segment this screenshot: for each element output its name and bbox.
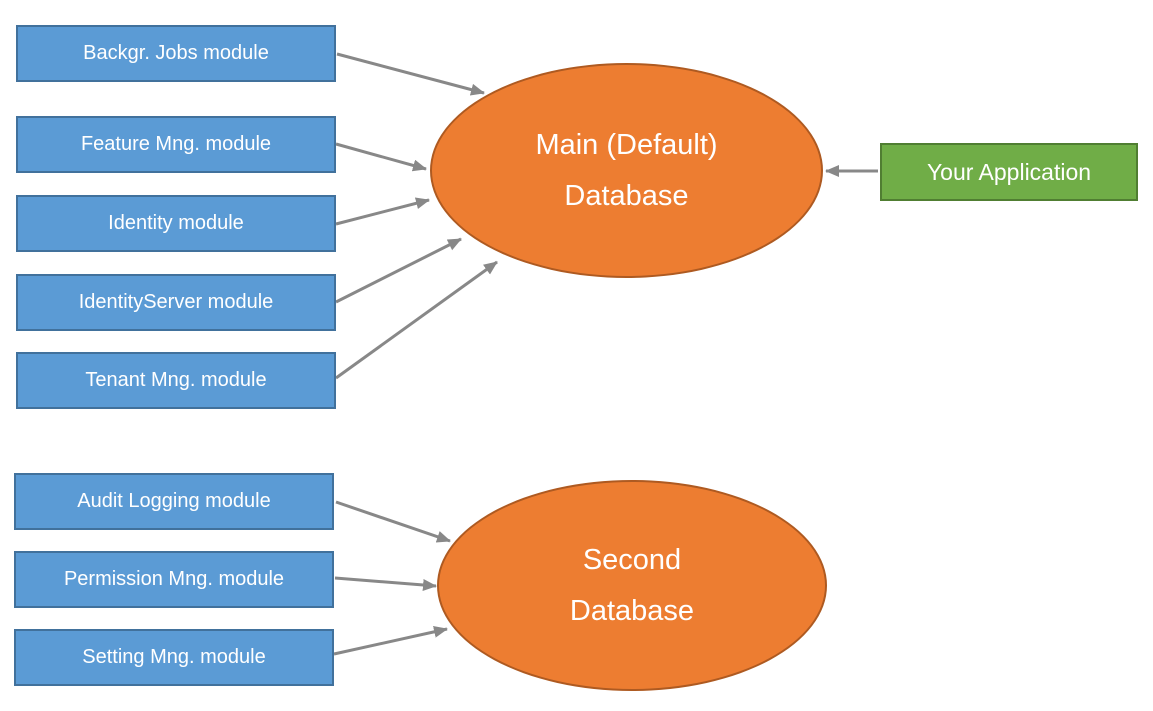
module-box-label: Feature Mng. module xyxy=(80,133,272,155)
module-box-label: Permission Mng. module xyxy=(63,568,285,590)
module-box-label: Audit Logging module xyxy=(77,490,271,512)
module-box-feature-mng: Feature Mng. module xyxy=(16,116,336,173)
main-database-label-line2: Database xyxy=(564,179,689,212)
your-application-box: Your Application xyxy=(880,143,1138,201)
module-box-tenant-mng: Tenant Mng. module xyxy=(16,352,336,409)
arrow-identityserver-to-main-db xyxy=(335,237,462,304)
module-box-audit-logging: Audit Logging module xyxy=(14,473,334,530)
arrow-tenant-mng-to-main-db xyxy=(335,260,498,380)
module-box-label: Identity module xyxy=(108,212,244,234)
arrow-identity-to-main-db xyxy=(335,197,430,226)
your-application-label: Your Application xyxy=(926,158,1092,185)
module-box-permission-mng: Permission Mng. module xyxy=(14,551,334,608)
module-box-setting-mng: Setting Mng. module xyxy=(14,629,334,686)
arrow-permission-mng-to-second-db xyxy=(334,576,437,591)
second-database-label-line2: Database xyxy=(569,594,695,627)
module-box-label: IdentityServer module xyxy=(78,291,274,313)
module-box-label: Backgr. Jobs module xyxy=(83,42,269,64)
module-box-label: Setting Mng. module xyxy=(82,646,266,668)
module-box-identity: Identity module xyxy=(16,195,336,252)
main-database-label-line1: Main (Default) xyxy=(535,128,718,161)
arrow-feature-mng-to-main-db xyxy=(335,142,427,172)
module-box-identityserver: IdentityServer module xyxy=(16,274,336,331)
module-box-label: Tenant Mng. module xyxy=(85,369,267,391)
second-database-ellipse: Second Database xyxy=(437,480,827,691)
arrow-setting-mng-to-second-db xyxy=(333,625,448,656)
arrow-audit-logging-to-second-db xyxy=(335,500,451,543)
second-database-label-line1: Second xyxy=(582,543,682,576)
module-box-backgr-jobs: Backgr. Jobs module xyxy=(16,25,336,82)
arrow-backgr-jobs-to-main-db xyxy=(336,52,485,96)
main-database-ellipse: Main (Default) Database xyxy=(430,63,823,278)
